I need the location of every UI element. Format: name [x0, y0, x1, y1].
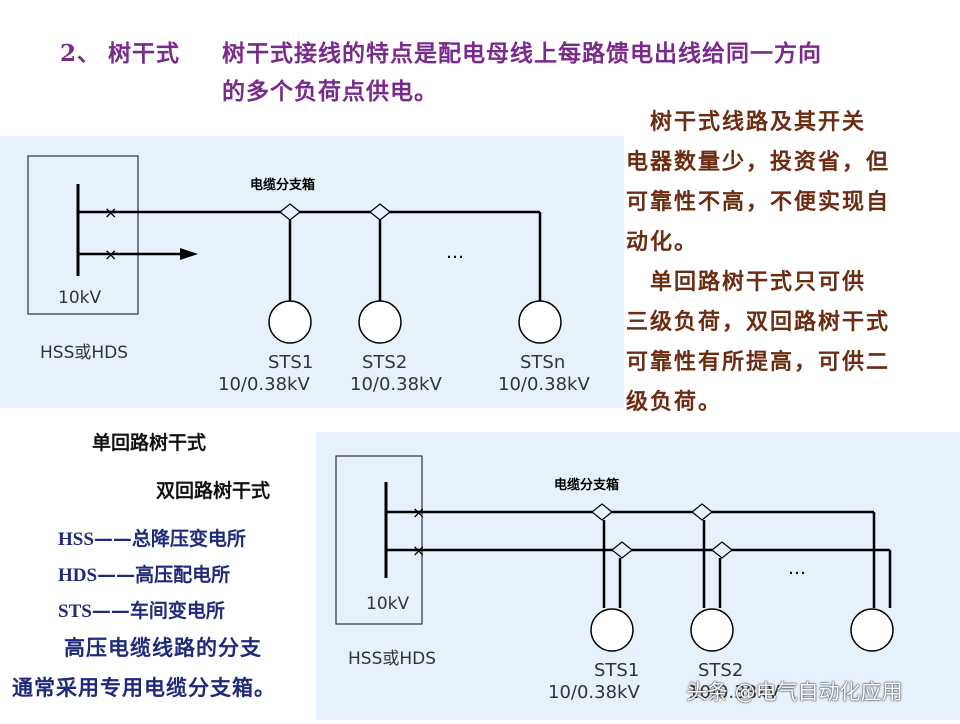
- station-rating-n: 10/0.38kV: [498, 374, 590, 395]
- breaker-mark-2: ×: [104, 245, 117, 264]
- transformer-sts1: [268, 300, 312, 344]
- right-text-line: 可靠性有所提高，可供二: [626, 349, 891, 375]
- legend-hss: HSS——总降压变电所: [58, 528, 246, 550]
- station-name-n: STSn: [520, 352, 566, 373]
- right-text-line: 树干式线路及其开关: [626, 109, 867, 135]
- branch-box-label: 电缆分支箱: [554, 478, 620, 493]
- branch-box-1b: [611, 541, 633, 559]
- right-text-line: 单回路树干式只可供: [626, 269, 867, 295]
- legend-hds: HDS——高压配电所: [58, 564, 231, 586]
- source-label: HSS或HDS: [348, 649, 437, 669]
- right-text-line: 级负荷。: [626, 389, 723, 415]
- transformer-stsn: [518, 300, 562, 344]
- header-line1: 树干式接线的特点是配电母线上每路馈电出线给同一方向: [222, 40, 822, 67]
- header-number: 2、: [60, 40, 102, 67]
- substation-box: [27, 155, 139, 315]
- legend-sts: STS——车间变电所: [58, 600, 225, 622]
- station-name-2: STS2: [698, 660, 744, 681]
- station-name-1: STS1: [268, 352, 314, 373]
- branch-box-2a: [691, 503, 713, 521]
- right-text-line: 动化。: [626, 229, 699, 255]
- source-label: HSS或HDS: [40, 343, 129, 363]
- single-tree-diagram-panel: × × 电缆分支箱 … 10kV HSS或HDS STS1 10/0.38kV …: [0, 136, 624, 408]
- breaker-mark-2: ×: [412, 541, 425, 560]
- breaker-mark-1: ×: [104, 203, 117, 222]
- station-rating-2: 10/0.38kV: [688, 682, 780, 703]
- arrow-icon: [180, 248, 198, 260]
- double-circuit-label: 双回路树干式: [156, 480, 271, 502]
- note-line-2: 通常采用专用电缆分支箱。: [12, 675, 276, 700]
- transformer-stsn: [850, 608, 894, 652]
- double-tree-diagram: × ×: [335, 455, 894, 652]
- station-rating-2: 10/0.38kV: [350, 374, 442, 395]
- breaker-mark-1: ×: [412, 503, 425, 522]
- ellipsis: …: [788, 558, 806, 579]
- substation-box: [335, 455, 423, 625]
- header-line2: 的多个负荷点供电。: [222, 78, 438, 105]
- ellipsis: …: [446, 242, 464, 263]
- right-text-line: 电器数量少，投资省，但: [626, 149, 891, 175]
- watermark-text: 头条 @电气自动化应用: [686, 680, 903, 704]
- branch-box-2: [369, 203, 391, 221]
- station-name-1: STS1: [594, 660, 640, 681]
- header-term: 树干式: [108, 40, 180, 67]
- right-text-line: 三级负荷，双回路树干式: [626, 309, 891, 335]
- station-name-2: STS2: [362, 352, 408, 373]
- single-circuit-label: 单回路树干式: [92, 432, 207, 454]
- branch-box-label: 电缆分支箱: [250, 178, 316, 193]
- voltage-label: 10kV: [366, 594, 410, 614]
- transformer-sts2: [690, 608, 734, 652]
- single-tree-diagram: × ×: [27, 155, 562, 344]
- voltage-label: 10kV: [58, 288, 102, 308]
- transformer-sts1: [590, 608, 634, 652]
- branch-box-1a: [591, 503, 613, 521]
- double-tree-diagram-panel: × × 电缆分支箱 … 10kV HSS或HDS STS1 10/0.38kV …: [316, 432, 960, 720]
- branch-box-2b: [711, 541, 733, 559]
- branch-box-1: [279, 203, 301, 221]
- station-rating-1: 10/0.38kV: [218, 374, 310, 395]
- transformer-sts2: [358, 300, 402, 344]
- right-text-line: 可靠性不高，不便实现自: [626, 189, 891, 215]
- note-line-1: 高压电缆线路的分支: [64, 635, 262, 660]
- station-rating-1: 10/0.38kV: [548, 682, 640, 703]
